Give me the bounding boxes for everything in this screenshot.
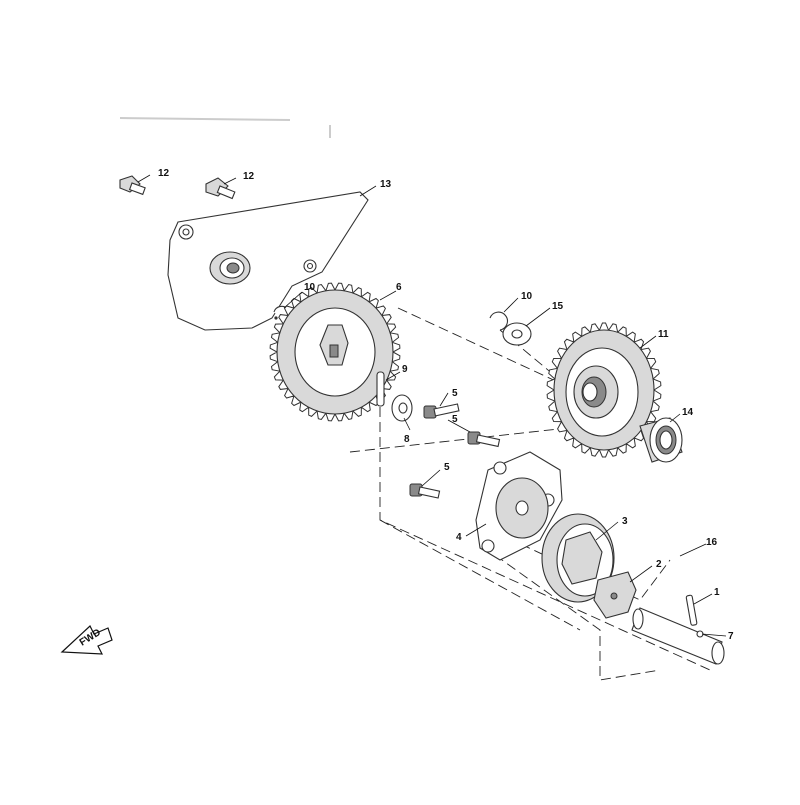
fwd-arrow-icon: FWD [60,625,113,655]
callout-10-right: 10 [521,291,533,302]
part-16-pump-shaft [631,607,725,665]
callout-3: 3 [622,516,628,527]
part-5-bolt-middle [467,431,501,448]
part-14-needle-bearing [639,417,683,463]
part-12-bolt-right [205,177,236,200]
callout-13: 13 [380,179,392,190]
callout-5-lower: 5 [444,462,450,473]
callout-6: 6 [396,282,402,293]
callout-14: 14 [682,407,694,418]
callout-5-upper: 5 [452,388,458,399]
callout-4: 4 [456,532,462,543]
leader-lines [137,174,727,637]
callout-16: 16 [706,537,718,548]
callout-7: 7 [728,631,734,642]
part-15-washer [502,322,532,346]
part-1-pin [685,594,698,626]
part-5-bolt-upper [423,403,460,419]
part-6-large-gear [269,282,401,422]
header-smudge [119,117,291,121]
callout-8: 8 [404,434,410,445]
callout-12-right: 12 [243,171,255,182]
part-10-circlip-right [489,311,508,331]
callout-2: 2 [656,559,662,570]
callout-9: 9 [402,364,408,375]
callout-1: 1 [714,587,720,598]
callout-10-left: 10 [304,282,316,293]
callout-5-middle: 5 [452,414,458,425]
callout-labels: 12 12 13 10 6 9 8 5 5 5 4 10 15 11 14 3 … [158,168,734,642]
part-11-double-gear [546,322,662,458]
part-9-pin [376,371,385,407]
part-13-cover-plate [167,191,369,331]
part-4-pump-housing [475,451,563,561]
part-12-bolt-left [119,175,146,196]
part-8-washer [391,394,413,422]
callout-12-left: 12 [158,168,170,179]
callout-11: 11 [658,329,669,340]
callout-15: 15 [552,301,564,312]
part-2-inner-rotor [593,571,637,619]
part-3-outer-rotor [541,513,615,603]
part-5-bolt-lower [409,483,441,499]
